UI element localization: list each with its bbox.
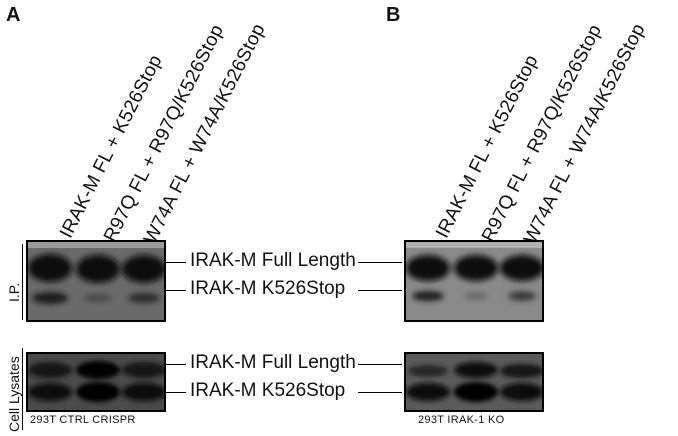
lysates-bracket xyxy=(22,348,23,430)
panel-a-cell-line: 293T CTRL CRISPR xyxy=(30,414,136,426)
ip-k526stop-label: IRAK-M K526Stop xyxy=(190,278,346,299)
ip-full-length-tick-left xyxy=(164,262,186,263)
ip-k526stop-tick-left xyxy=(164,290,186,291)
ip-row-label: I.P. xyxy=(6,282,22,302)
lysate-full-length-label: IRAK-M Full Length xyxy=(190,352,356,373)
lysate-k526stop-tick-right xyxy=(358,392,402,393)
panel-a-lysate-blot xyxy=(26,352,166,412)
lysate-full-length-tick-left xyxy=(164,364,186,365)
panel-b-ip-blot xyxy=(404,240,544,322)
ip-full-length-tick-right xyxy=(358,262,402,263)
ip-k526stop-tick-right xyxy=(358,290,402,291)
lysate-full-length-tick-right xyxy=(358,364,402,365)
lysate-k526stop-label: IRAK-M K526Stop xyxy=(190,380,346,401)
ip-bracket xyxy=(22,244,23,320)
lysates-row-label: Cell Lysates xyxy=(6,356,22,432)
ip-full-length-label: IRAK-M Full Length xyxy=(190,250,356,271)
panel-b-lysate-blot xyxy=(404,352,544,412)
panel-b-cell-line: 293T IRAK-1 KO xyxy=(418,414,505,426)
lysate-k526stop-tick-left xyxy=(164,392,186,393)
panel-a-ip-blot xyxy=(26,240,166,322)
panel-a-letter: A xyxy=(6,4,21,26)
panel-b-letter: B xyxy=(386,4,401,26)
